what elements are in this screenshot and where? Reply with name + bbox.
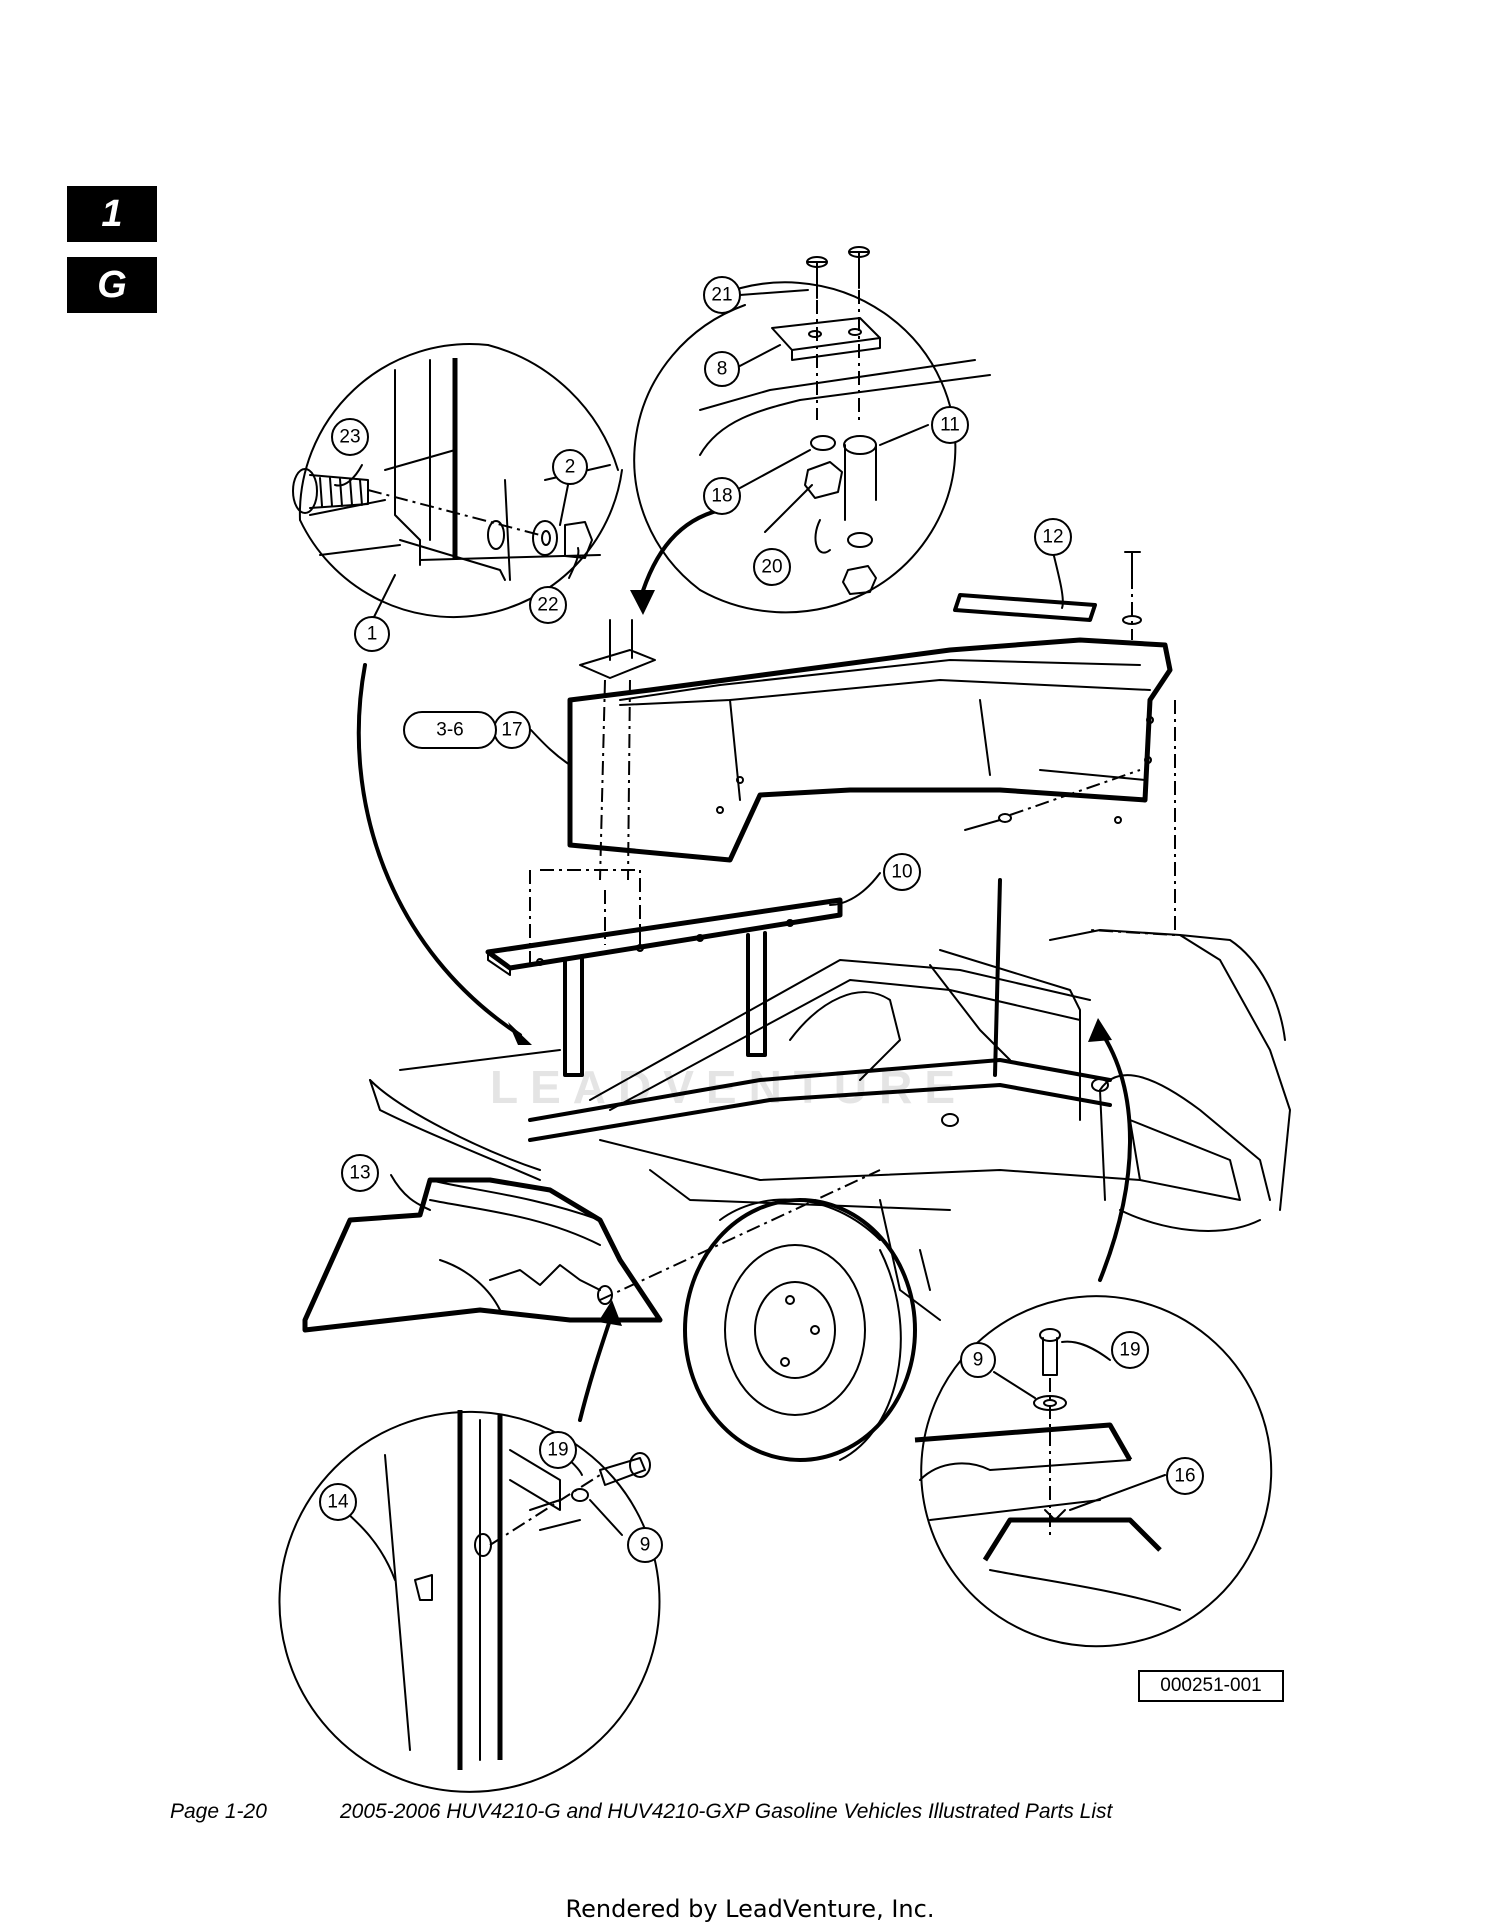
footer-page-number: Page 1-20 — [170, 1800, 267, 1823]
leader-lines — [334, 289, 1166, 1581]
rendered-by-credit: Rendered by LeadVenture, Inc. — [565, 1895, 935, 1923]
footer-document-title: 2005-2006 HUV4210-G and HUV4210-GXP Gaso… — [340, 1800, 1113, 1823]
detail-view-mount-plate — [633, 246, 991, 614]
svg-text:3-6: 3-6 — [436, 720, 463, 741]
callout-19-right: 19 — [1111, 1331, 1149, 1369]
svg-text:19: 19 — [1119, 1340, 1140, 1361]
callout-21: 21 — [703, 276, 741, 314]
callout-13: 13 — [341, 1154, 379, 1192]
callout-14: 14 — [319, 1483, 357, 1521]
svg-text:20: 20 — [761, 557, 782, 578]
mount-bracket — [485, 869, 843, 1077]
svg-text:16: 16 — [1174, 1466, 1195, 1487]
svg-text:9: 9 — [640, 1535, 651, 1556]
svg-text:23: 23 — [339, 427, 360, 448]
callout-ref-range: 3-6 — [403, 711, 497, 749]
svg-text:22: 22 — [537, 595, 558, 616]
detail-view-fender-fastener — [278, 1410, 661, 1793]
svg-text:19: 19 — [547, 1440, 568, 1461]
callout-19-left: 19 — [539, 1431, 577, 1469]
svg-text:2: 2 — [565, 457, 576, 478]
svg-text:9: 9 — [973, 1350, 984, 1371]
callout-10: 10 — [883, 853, 921, 891]
detail-view-bed-fastener — [914, 1295, 1273, 1648]
section-tab-number: 1 — [67, 186, 157, 242]
callout-11: 11 — [931, 406, 969, 444]
callout-9-left: 9 — [627, 1527, 663, 1563]
svg-text:17: 17 — [501, 720, 522, 741]
rear-fender — [302, 1177, 663, 1333]
callout-17: 17 — [493, 711, 531, 749]
svg-text:1: 1 — [367, 624, 378, 645]
callout-12: 12 — [1034, 518, 1072, 556]
callout-1: 1 — [354, 616, 390, 652]
callout-8: 8 — [704, 351, 740, 387]
callout-23: 23 — [331, 418, 369, 456]
vehicle-chassis — [369, 878, 1291, 1462]
svg-text:12: 12 — [1042, 527, 1063, 548]
callout-22: 22 — [529, 586, 567, 624]
svg-text:13: 13 — [349, 1163, 370, 1184]
detail-view-bracket-bolt — [292, 343, 623, 619]
section-tab-letter: G — [67, 257, 157, 313]
callout-2: 2 — [552, 449, 588, 485]
callout-18: 18 — [703, 477, 741, 515]
svg-text:11: 11 — [940, 415, 960, 436]
callout-16: 16 — [1166, 1457, 1204, 1495]
svg-text:10: 10 — [891, 862, 912, 883]
svg-text:8: 8 — [717, 359, 728, 380]
bed-support-panel — [567, 619, 1176, 937]
svg-text:21: 21 — [711, 285, 732, 306]
callout-20: 20 — [753, 548, 791, 586]
callout-9-right: 9 — [960, 1342, 996, 1378]
svg-text:14: 14 — [327, 1492, 349, 1513]
figure-id-box: 000251-001 — [1138, 1670, 1284, 1702]
svg-text:18: 18 — [711, 486, 732, 507]
